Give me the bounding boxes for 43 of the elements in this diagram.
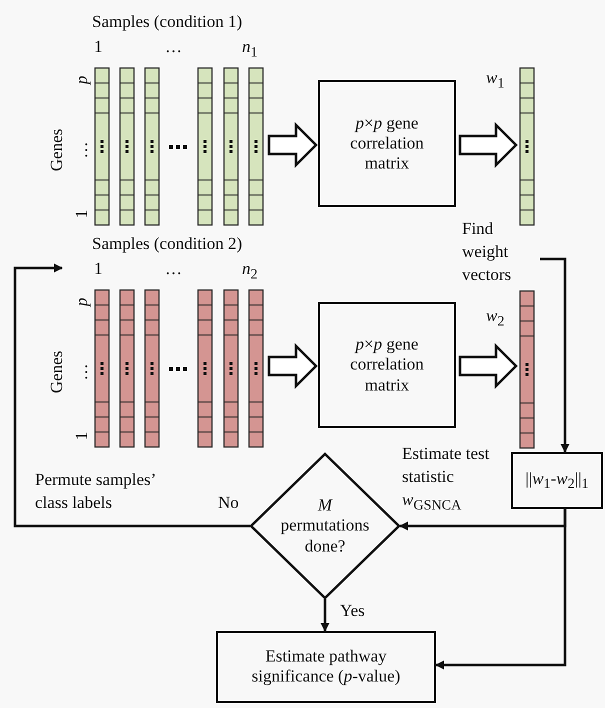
node-text: ||w$_{1}$-w$_{2}$||$_{1}$ xyxy=(524,468,590,493)
process-box xyxy=(216,631,436,703)
process-box xyxy=(511,452,603,509)
axis-number: 1 xyxy=(94,37,102,58)
weight-vector-drawing xyxy=(520,291,534,448)
block-arrow xyxy=(458,122,518,168)
axis-letter: p xyxy=(72,76,92,84)
axis-number: 1 xyxy=(72,432,92,440)
axis-number: n$_{1}$ xyxy=(242,37,258,62)
axis-title: Genes xyxy=(46,350,67,394)
axis-number: n$_{2}$ xyxy=(242,259,258,284)
block-arrow xyxy=(458,342,518,390)
arrow xyxy=(14,264,250,528)
process-box xyxy=(318,302,456,428)
edge-label: No xyxy=(218,492,240,514)
edge-label: Estimate test statistic w$_{GSNCA}$ xyxy=(402,443,490,516)
node-text: M permutations done? xyxy=(280,495,370,557)
node-text: p×p gene correlation matrix xyxy=(349,334,425,396)
heading: Samples (condition 1) xyxy=(92,12,242,32)
step-note: Permute samples’ class labels xyxy=(35,469,156,514)
ellipsis: … xyxy=(165,259,182,280)
ellipsis: … xyxy=(72,364,92,380)
arrow xyxy=(540,258,570,453)
vector-label: w$_{1}$ xyxy=(486,68,504,92)
weight-vector-drawing xyxy=(520,68,534,225)
axis-number: 1 xyxy=(94,259,102,280)
block-arrow xyxy=(268,122,318,168)
process-box xyxy=(318,80,456,207)
ellipsis: … xyxy=(72,142,92,158)
vector-label: w$_{2}$ xyxy=(486,306,504,330)
ellipsis: … xyxy=(165,37,182,58)
edge-label: Find weight vectors xyxy=(462,218,512,286)
block-arrow xyxy=(268,342,318,390)
arrow xyxy=(320,599,330,632)
axis-letter: p xyxy=(72,298,92,306)
decision-diamond xyxy=(250,453,400,599)
arrow xyxy=(435,509,566,670)
axis-number: 1 xyxy=(72,210,92,218)
node-text: p×p gene correlation matrix xyxy=(349,112,425,174)
axis-title: Genes xyxy=(46,128,67,172)
heading: Samples (condition 2) xyxy=(92,234,242,254)
node-text: Estimate pathway significance (p-value) xyxy=(250,646,402,688)
edge-label: Yes xyxy=(340,600,366,622)
